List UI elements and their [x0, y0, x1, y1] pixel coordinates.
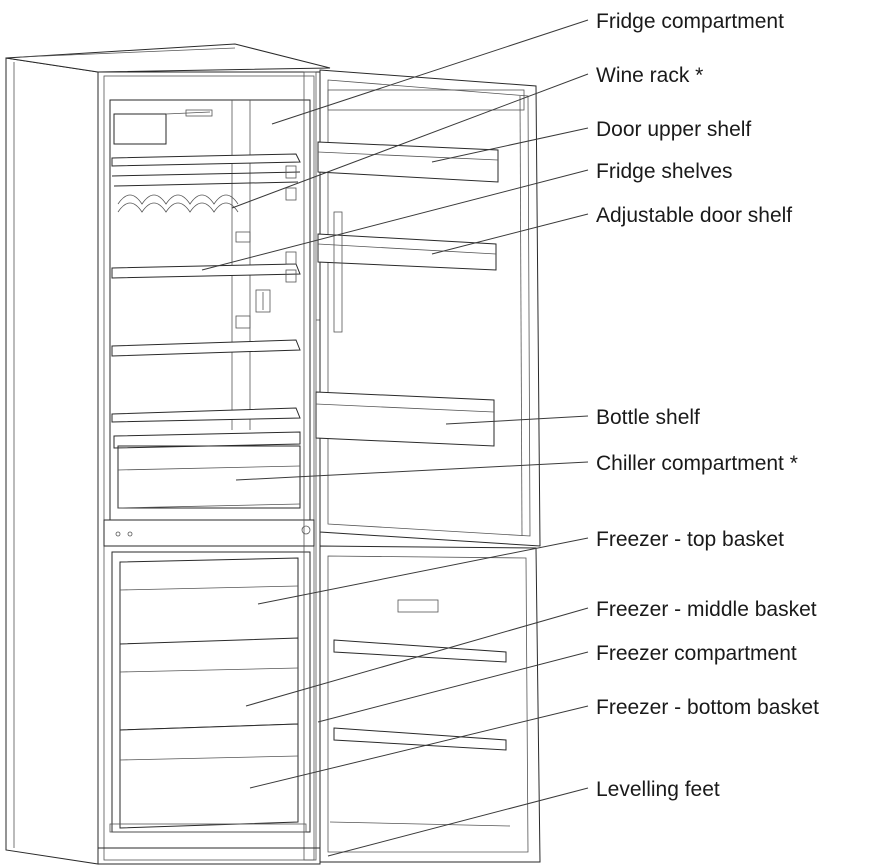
- label-freezer-compartment: Freezer compartment: [596, 642, 797, 665]
- label-door-upper-shelf: Door upper shelf: [596, 118, 751, 141]
- leader-lines: [201, 19, 589, 857]
- fridge-cabinet: [5, 43, 331, 865]
- label-fridge-compartment: Fridge compartment: [596, 10, 784, 33]
- label-bottle-shelf: Bottle shelf: [596, 406, 700, 429]
- freezer-door: [319, 545, 541, 863]
- label-levelling-feet: Levelling feet: [596, 778, 720, 801]
- label-freezer-bottom-basket: Freezer - bottom basket: [596, 696, 819, 719]
- label-freezer-top-basket: Freezer - top basket: [596, 528, 784, 551]
- label-fridge-shelves: Fridge shelves: [596, 160, 733, 183]
- fridge-door: [315, 69, 541, 547]
- label-wine-rack: Wine rack *: [596, 64, 703, 87]
- label-freezer-middle-basket: Freezer - middle basket: [596, 598, 817, 621]
- label-chiller-compartment: Chiller compartment *: [596, 452, 798, 475]
- label-adjustable-door-shelf: Adjustable door shelf: [596, 204, 792, 227]
